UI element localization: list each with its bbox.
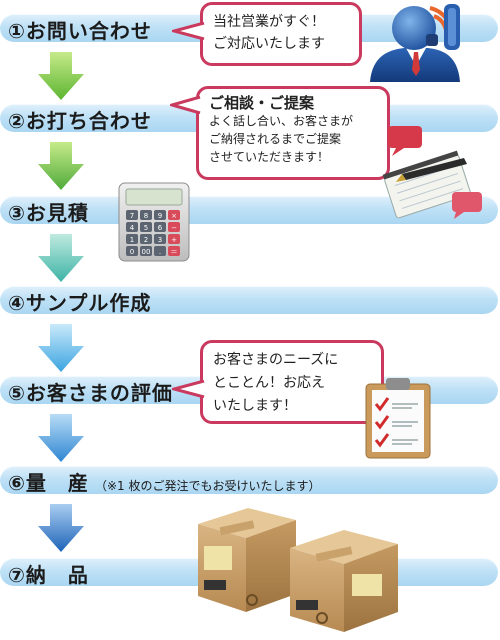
evaluation-bubble-line1: お客さまのニーズに: [213, 352, 339, 368]
calculator-key: [154, 246, 166, 256]
bubble-tail-icon: [172, 380, 205, 398]
evaluation-bubble: お客さまのニーズに とことん！お応え いたします！: [200, 340, 384, 424]
bubble-tail-icon: [170, 96, 201, 114]
calculator-key: [168, 222, 180, 232]
calculator-key: [168, 246, 180, 256]
clipboard-checklist-icon: [365, 378, 431, 459]
meeting-bubble-line2: ご納得されるまでご提案: [209, 132, 342, 146]
step-meeting: ②お打ち合わせ: [8, 109, 152, 133]
bubble-tail-icon: [172, 22, 205, 40]
calculator-key-label: −: [171, 224, 177, 232]
calculator-key: [154, 210, 166, 220]
step-sample: ④サンプル作成: [8, 291, 152, 315]
evaluation-bubble-line3: いたします！: [213, 398, 297, 414]
step-production: ⑥量 産 （※1 枚のご発注でもお受けいたします）: [8, 467, 320, 496]
calculator-key-label: 4: [130, 224, 135, 232]
calculator-key-label: 2: [144, 236, 148, 244]
calculator-key: [126, 210, 138, 220]
down-arrow-icon: [38, 504, 84, 552]
calculator-key-label: 9: [158, 212, 162, 220]
step-estimate: ③お見積: [8, 201, 89, 225]
calculator-key-label: .: [159, 248, 161, 256]
calculator-key-label: 8: [144, 212, 148, 220]
meeting-bubble: ご相談・ご提案 よく話し合い、お客さまが ご納得されるまでご提案 させていただき…: [196, 86, 390, 180]
operator-icon: [370, 4, 460, 82]
calculator-key: [168, 210, 180, 220]
calculator-key: [140, 246, 152, 256]
inquiry-bubble: 当社営業がすぐ！ ご対応いたします: [200, 2, 362, 66]
step-bar-6: [0, 466, 498, 494]
notebook-pen-icon: [382, 126, 482, 219]
step-bar-4: [0, 286, 498, 314]
calculator-key: [140, 210, 152, 220]
calculator-key-label: ×: [171, 212, 177, 220]
down-arrow-icon: [38, 142, 84, 190]
step-inquiry: ①お問い合わせ: [8, 19, 152, 43]
cardboard-boxes-icon: [198, 508, 398, 632]
step-delivery: ⑦納 品: [8, 563, 89, 587]
calculator-key-label: 00: [142, 248, 151, 256]
step-production-label: ⑥量 産: [8, 471, 89, 495]
down-arrow-icon: [38, 324, 84, 372]
calculator-key: [126, 246, 138, 256]
step-production-note: （※1 枚のご発注でもお受けいたします）: [94, 479, 321, 493]
meeting-bubble-line3: させていただきます！: [209, 150, 330, 164]
calculator-key-label: +: [171, 236, 177, 244]
step-evaluation: ⑤お客さまの評価: [8, 381, 173, 405]
calculator-key: [126, 234, 138, 244]
calculator-key-label: 5: [144, 224, 148, 232]
calculator-key-label: 7: [130, 212, 134, 220]
calculator-key-label: 3: [158, 236, 162, 244]
calculator-key-label: 1: [130, 236, 134, 244]
calculator-key-label: ＝: [171, 248, 178, 256]
meeting-bubble-line1: よく話し合い、お客さまが: [209, 114, 354, 128]
down-arrow-icon: [38, 52, 84, 100]
calculator-key: [168, 234, 180, 244]
evaluation-bubble-line2: とことん！お応え: [213, 375, 325, 391]
calculator-key: [126, 222, 138, 232]
calculator-key: [140, 222, 152, 232]
inquiry-bubble-line2: ご対応いたします: [213, 36, 325, 52]
down-arrow-icon: [38, 414, 84, 462]
calculator-key-label: 0: [130, 248, 134, 256]
calculator-key: [140, 234, 152, 244]
inquiry-bubble-line1: 当社営業がすぐ！: [213, 14, 325, 30]
down-arrow-icon: [38, 234, 84, 282]
calculator-key: [154, 234, 166, 244]
calculator-key: [154, 222, 166, 232]
meeting-bubble-title: ご相談・ご提案: [209, 94, 315, 112]
calculator-key-label: 6: [158, 224, 163, 232]
